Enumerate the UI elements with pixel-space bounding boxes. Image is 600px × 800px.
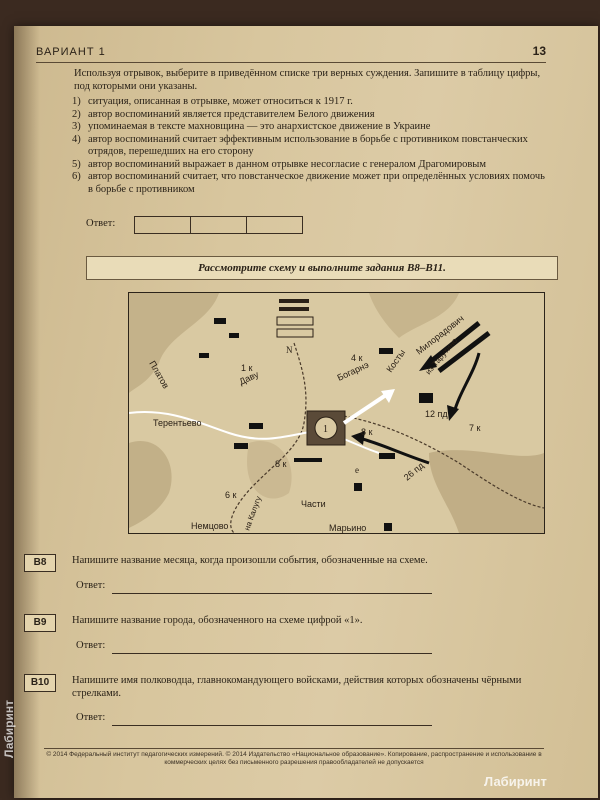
terrain-patch — [429, 450, 544, 533]
answer-cell[interactable] — [247, 217, 302, 233]
unit-block — [379, 453, 395, 459]
question-code: В9 — [24, 614, 56, 632]
variant-label: ВАРИАНТ 1 — [36, 46, 106, 58]
unit-block — [229, 333, 239, 338]
option-item: 6)автор воспоминаний считает, что повста… — [72, 171, 545, 195]
answer-label: Ответ: — [86, 218, 116, 229]
unit-mark — [279, 299, 309, 303]
label-chasti: Части — [301, 499, 326, 509]
terrain-patch — [369, 293, 459, 338]
watermark-right: Лабиринт — [484, 774, 547, 789]
options-list: 1)ситуация, описанная в отрывке, может о… — [72, 96, 552, 196]
town-number: 1 — [323, 424, 328, 435]
question-code: В10 — [24, 674, 56, 692]
label-4k: 4 к — [351, 353, 363, 363]
unit-block — [419, 393, 433, 403]
option-item: 4)автор воспоминаний считает эффективным… — [72, 133, 528, 158]
answer-line[interactable] — [112, 652, 432, 654]
task-instruction: Используя отрывок, выберите в приведённо… — [74, 68, 541, 92]
unit-mark — [276, 316, 314, 326]
terrain-patch — [129, 293, 219, 393]
unit-block — [199, 353, 209, 358]
watermark-left-text: Лабиринт — [2, 700, 16, 758]
town-circle — [314, 416, 338, 440]
label-terentyevo: Терентьево — [153, 418, 201, 428]
label-6k: 6 к — [225, 490, 237, 500]
question-code: В8 — [24, 554, 56, 572]
label-1k: 1 к — [241, 363, 253, 373]
arrow-head — [381, 389, 395, 403]
watermark-left: Лабиринт — [2, 700, 16, 758]
unit-block — [379, 348, 393, 354]
book-page: ВАРИАНТ 1 13 Используя отрывок, выберите… — [14, 26, 598, 798]
question-text: Напишите название месяца, когда произошл… — [72, 555, 428, 566]
label-12pd: 12 пд — [425, 409, 448, 419]
option-item: 1)ситуация, описанная в отрывке, может о… — [72, 96, 353, 107]
answer-line[interactable] — [112, 724, 432, 726]
unit-mark — [279, 307, 309, 311]
question-text: Напишите имя полководца, главнокомандующ… — [72, 675, 522, 699]
unit-mark — [276, 328, 314, 338]
label-maryino: Марьино — [329, 523, 366, 533]
option-item: 5)автор воспоминаний выражает в данном о… — [72, 158, 486, 170]
unit-block — [234, 443, 248, 449]
road-kaluga — [230, 342, 307, 533]
answer-label: Ответ: — [76, 640, 106, 651]
answer-cell[interactable] — [135, 217, 191, 233]
russian-arrow — [452, 352, 481, 414]
arrow-head — [351, 431, 365, 445]
label-8k-right: 8 к — [361, 427, 373, 437]
russian-arrow — [437, 331, 491, 373]
label-nemtsovo: Немцово — [191, 521, 228, 531]
russian-arrow — [358, 436, 430, 465]
answer-label: Ответ: — [76, 712, 106, 723]
page-number: 13 — [532, 44, 546, 58]
unit-block — [214, 318, 226, 324]
answer-line[interactable] — [112, 592, 432, 594]
arrow-head — [419, 355, 437, 371]
answer-cell[interactable] — [191, 217, 247, 233]
page-footer: © 2014 Федеральный институт педагогическ… — [44, 748, 544, 767]
arrow-head — [447, 405, 459, 421]
unit-block — [354, 483, 362, 491]
page-header: ВАРИАНТ 1 13 — [36, 44, 546, 63]
answer-label: Ответ: — [76, 580, 106, 591]
unit-block — [294, 458, 322, 462]
terrain-patch — [129, 441, 172, 528]
page-spine-shadow — [14, 26, 40, 798]
section-banner: Рассмотрите схему и выполните задания В8… — [86, 256, 558, 280]
option-item: 3)упоминаемая в тексте махновщина — это … — [72, 121, 431, 132]
option-item: 2)автор воспоминаний является представит… — [72, 108, 375, 120]
unit-block — [384, 523, 392, 531]
russian-arrow — [427, 321, 481, 365]
french-arrow — [342, 391, 391, 425]
battle-map: 1 N Платов Терентьево Даву 1 к — [128, 292, 545, 534]
answer-grid — [134, 216, 303, 234]
label-e: е — [355, 465, 359, 475]
label-7k: 7 к — [469, 423, 481, 433]
unit-block — [249, 423, 263, 429]
north-label: N — [286, 345, 293, 355]
question-text: Напишите название города, обозначенного … — [72, 615, 363, 626]
label-8k-left: 8 к — [275, 459, 287, 469]
